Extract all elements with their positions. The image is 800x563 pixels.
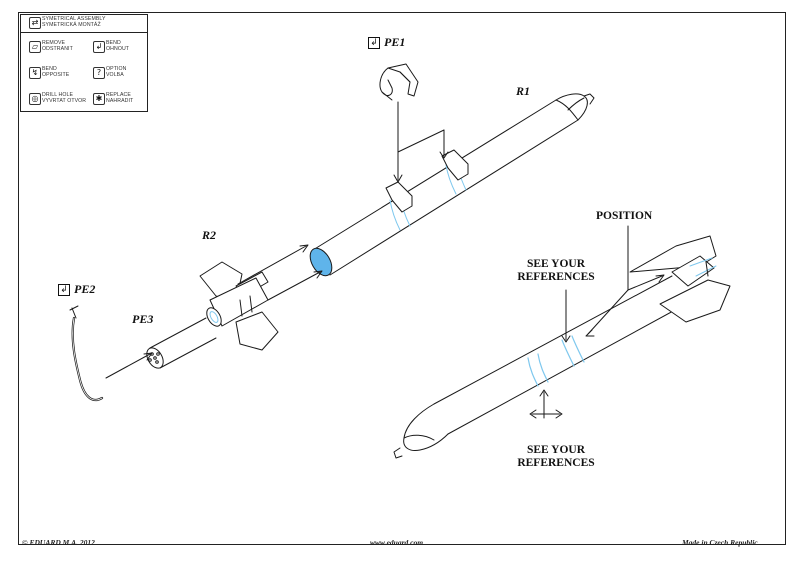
- rocket-rear-highlight: [309, 247, 333, 277]
- drill-hole-icon: ◎: [29, 93, 41, 105]
- see-references-top: SEE YOUR REFERENCES: [510, 258, 602, 284]
- legend-label: REPLACE NAHRADIT: [106, 92, 134, 104]
- rocket-assembled: [393, 275, 687, 459]
- legend-item-replace: ✱ REPLACE NAHRADIT: [85, 91, 149, 108]
- legend-label: DRILL HOLE VYVRTAT OTVOR: [42, 92, 87, 104]
- pe1-arrows: [393, 101, 449, 183]
- option-icon: ?: [93, 67, 105, 79]
- bend-icon: ↲: [58, 284, 70, 296]
- legend-label: REMOVE ODSTRANIT: [42, 40, 73, 52]
- see-references-line2: REFERENCES: [517, 271, 595, 283]
- see-references-line1: SEE YOUR: [526, 258, 586, 270]
- fin-assembly-r2: [199, 261, 279, 351]
- symmetrical-assembly-icon: ⇄: [29, 17, 41, 29]
- website-text: www.eduard.com: [370, 538, 424, 547]
- part-label-pe2: PE2: [74, 282, 96, 296]
- rocket-assembled-bands: [527, 335, 585, 387]
- symbol-legend: ⇄ SYMETRICAL ASSEMBLY SYMETRICKÁ MONTÁŽ …: [20, 14, 148, 112]
- bend-icon: ↲: [93, 41, 105, 53]
- position-arrow: [585, 225, 665, 337]
- remove-icon: ▱: [29, 41, 41, 53]
- pe3-tube: [146, 317, 217, 369]
- pe3-arrows: [105, 352, 153, 379]
- legend-label: BEND OHNOUT: [106, 40, 130, 52]
- see-references-line1: SEE YOUR: [526, 444, 586, 456]
- rocket-body-r1: [312, 93, 595, 276]
- part-label-r2: R2: [202, 228, 217, 242]
- legend-row: ⇄ SYMETRICAL ASSEMBLY SYMETRICKÁ MONTÁŽ: [21, 15, 147, 33]
- part-label-r1: R1: [516, 84, 531, 98]
- legend-row: ▱ REMOVE ODSTRANIT ↲ BEND OHNOUT: [21, 39, 147, 56]
- bend-opposite-icon: ↯: [29, 67, 41, 79]
- replace-icon: ✱: [93, 93, 105, 105]
- r2-arrows: [237, 244, 323, 301]
- made-in-text: Made in Czech Republic: [682, 538, 758, 547]
- legend-row: ↯ BEND OPPOSITE ? OPTION VOLBA: [21, 65, 147, 82]
- pe1-clip: [379, 63, 419, 101]
- legend-label: OPTION VOLBA: [106, 66, 127, 78]
- legend-item-symmetrical-assembly: ⇄ SYMETRICAL ASSEMBLY SYMETRICKÁ MONTÁŽ: [21, 15, 149, 32]
- part-label-pe1: PE1: [384, 35, 406, 49]
- rocket-assembled-fins: [629, 235, 731, 323]
- bend-icon: ↲: [368, 37, 380, 49]
- legend-item-option: ? OPTION VOLBA: [85, 65, 149, 82]
- part-label-pe3: PE3: [132, 312, 154, 326]
- copyright-text: © EDUARD M.A. 2012: [22, 538, 95, 547]
- legend-label: BEND OPPOSITE: [42, 66, 70, 78]
- reference-arrow-bottom: [529, 389, 563, 419]
- see-references-bottom: SEE YOUR REFERENCES: [510, 444, 602, 470]
- legend-item-bend: ↲ BEND OHNOUT: [85, 39, 149, 56]
- legend-label: SYMETRICAL ASSEMBLY SYMETRICKÁ MONTÁŽ: [42, 16, 106, 28]
- legend-item-remove: ▱ REMOVE ODSTRANIT: [21, 39, 85, 56]
- legend-row: ◎ DRILL HOLE VYVRTAT OTVOR ✱ REPLACE NAH…: [21, 91, 147, 108]
- sheet-frame: [18, 12, 786, 545]
- position-label: POSITION: [596, 210, 653, 222]
- legend-item-drill-hole: ◎ DRILL HOLE VYVRTAT OTVOR: [21, 91, 87, 108]
- legend-item-bend-opposite: ↯ BEND OPPOSITE: [21, 65, 85, 82]
- pe2-wire: [69, 305, 104, 402]
- reference-arrow-top: [561, 289, 571, 343]
- see-references-line2: REFERENCES: [517, 457, 595, 469]
